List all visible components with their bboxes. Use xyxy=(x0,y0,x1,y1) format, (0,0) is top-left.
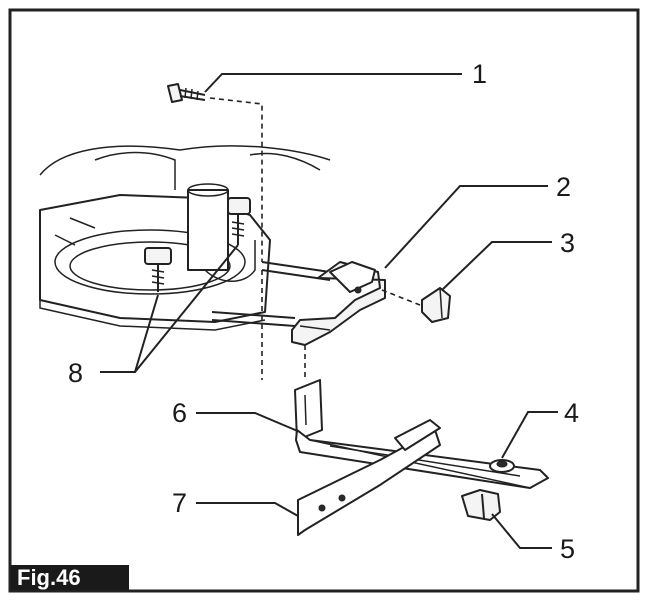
wing-nut-top xyxy=(421,287,451,323)
straight-guide xyxy=(294,379,549,489)
callout-8: 8 xyxy=(68,358,83,388)
wing-nut-bottom xyxy=(461,489,501,521)
template-guide-holder xyxy=(291,261,386,346)
leader-lines xyxy=(100,73,558,549)
callout-2: 2 xyxy=(556,172,571,202)
callout-7: 7 xyxy=(172,488,187,518)
callout-3: 3 xyxy=(560,228,575,258)
callout-4: 4 xyxy=(564,398,579,428)
figure-label-tag xyxy=(11,565,129,590)
assembly-lines xyxy=(209,97,421,380)
callout-1: 1 xyxy=(472,59,487,89)
callout-6: 6 xyxy=(172,398,187,428)
wing-bolt xyxy=(489,459,515,473)
screw xyxy=(167,83,206,103)
callout-5: 5 xyxy=(560,534,575,564)
clamping-screw-left xyxy=(144,247,172,292)
guide-rods xyxy=(211,261,331,327)
guide-plate xyxy=(297,419,441,536)
figure-label: Fig.46 xyxy=(17,565,81,590)
router-base xyxy=(39,145,331,331)
clamping-screw-right xyxy=(227,197,251,245)
